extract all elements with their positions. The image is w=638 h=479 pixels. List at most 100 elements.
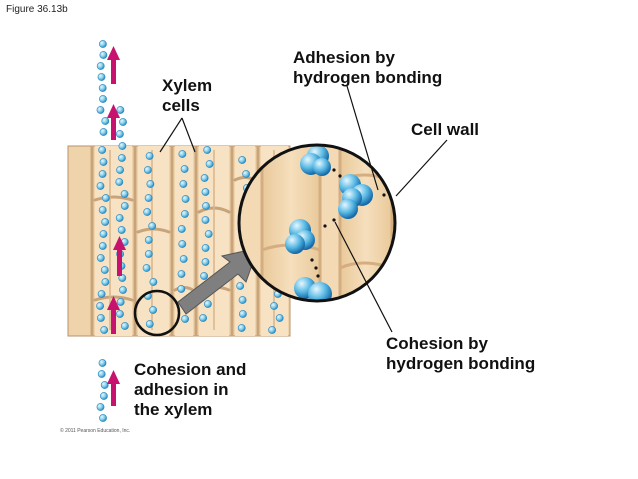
water-molecule bbox=[179, 255, 188, 263]
water-molecule bbox=[100, 266, 109, 274]
water-molecule bbox=[98, 206, 107, 214]
water-molecule bbox=[100, 326, 109, 334]
water-molecule bbox=[178, 240, 187, 248]
water-molecule bbox=[205, 160, 214, 168]
cell-wall-label: Cell wall bbox=[411, 120, 480, 139]
water-molecule bbox=[115, 178, 124, 186]
water-molecule bbox=[116, 166, 124, 174]
water-molecule bbox=[145, 320, 154, 328]
water-molecule bbox=[118, 274, 127, 282]
water-molecule bbox=[144, 250, 153, 258]
water-molecule bbox=[96, 62, 105, 70]
water-molecule bbox=[99, 40, 107, 48]
water-molecule bbox=[96, 106, 105, 114]
water-molecule bbox=[116, 130, 124, 138]
water-molecule bbox=[97, 73, 106, 81]
water-molecule bbox=[270, 302, 278, 310]
cohesion-bonding-label: Cohesion by hydrogen bonding bbox=[386, 334, 536, 373]
water-molecule bbox=[177, 285, 186, 293]
water-molecule bbox=[96, 254, 105, 262]
water-molecule bbox=[145, 152, 154, 160]
water-molecule bbox=[202, 202, 210, 210]
water-molecule bbox=[199, 314, 207, 322]
water-molecule bbox=[99, 51, 108, 59]
figure-label: Figure 36.13b bbox=[6, 4, 68, 15]
water-molecule bbox=[120, 190, 129, 198]
water-molecule bbox=[238, 296, 247, 304]
water-molecule bbox=[236, 282, 245, 290]
water-molecule bbox=[102, 194, 110, 202]
flow-arrow-icon bbox=[113, 236, 126, 276]
water-molecule bbox=[115, 214, 124, 222]
water-molecule bbox=[101, 117, 110, 125]
water-molecule bbox=[101, 218, 110, 226]
cohesion-adhesion-label: Cohesion and adhesion in the xylem bbox=[134, 360, 247, 419]
magnified-region-marker bbox=[133, 289, 181, 337]
water-molecule bbox=[144, 194, 153, 202]
water-molecule bbox=[181, 195, 190, 203]
water-molecule bbox=[146, 180, 155, 188]
water-molecule bbox=[178, 150, 187, 158]
water-molecule bbox=[149, 306, 157, 314]
water-molecule bbox=[98, 359, 107, 367]
water-molecule bbox=[177, 270, 186, 278]
flow-arrow-icon bbox=[107, 104, 120, 140]
water-molecule bbox=[120, 202, 129, 210]
water-molecule bbox=[180, 210, 189, 218]
water-molecule bbox=[96, 182, 105, 190]
water-molecule bbox=[96, 403, 105, 411]
water-molecule bbox=[118, 142, 127, 150]
water-molecule bbox=[200, 272, 208, 280]
water-molecule bbox=[99, 230, 108, 238]
water-molecule bbox=[121, 322, 129, 330]
flow-arrow-icon bbox=[107, 296, 120, 334]
water-molecule bbox=[119, 286, 127, 294]
water-molecule bbox=[119, 118, 127, 126]
water-molecule bbox=[203, 300, 212, 308]
water-molecule bbox=[201, 244, 210, 252]
water-molecule bbox=[148, 222, 157, 230]
water-molecule bbox=[180, 165, 189, 173]
water-molecule bbox=[116, 106, 125, 114]
water-molecule bbox=[99, 128, 108, 136]
water-molecule bbox=[143, 166, 152, 174]
water-molecule bbox=[97, 314, 105, 322]
water-cluster-left bbox=[285, 219, 315, 254]
water-molecule bbox=[97, 290, 106, 298]
water-molecule bbox=[181, 315, 189, 323]
water-molecule bbox=[268, 326, 276, 334]
water-molecule bbox=[116, 310, 124, 318]
water-cluster-middle bbox=[338, 174, 373, 219]
water-molecule bbox=[97, 370, 106, 378]
water-molecule bbox=[238, 310, 247, 318]
water-molecule bbox=[96, 302, 104, 310]
water-molecule bbox=[142, 264, 151, 272]
water-molecule bbox=[275, 314, 284, 322]
water-molecule bbox=[203, 146, 212, 154]
water-molecule bbox=[99, 414, 107, 422]
water-molecule bbox=[98, 170, 107, 178]
copyright-notice: © 2011 Pearson Education, Inc. bbox=[60, 428, 131, 434]
water-molecule bbox=[143, 208, 152, 216]
water-molecule bbox=[98, 146, 107, 154]
water-molecule bbox=[101, 278, 110, 286]
water-molecule bbox=[99, 158, 108, 166]
adhesion-label: Adhesion by hydrogen bonding bbox=[293, 48, 443, 87]
water-molecule bbox=[100, 381, 109, 389]
water-molecule bbox=[204, 230, 213, 238]
xylem-cells-label: Xylem cells bbox=[162, 76, 213, 115]
water-molecule bbox=[99, 95, 107, 103]
water-molecule bbox=[237, 324, 246, 332]
water-molecule bbox=[149, 278, 158, 286]
upward-flow-arrows bbox=[107, 46, 126, 406]
water-molecule bbox=[200, 174, 209, 182]
water-molecule bbox=[116, 298, 125, 306]
water-molecule bbox=[242, 170, 250, 178]
water-molecule bbox=[238, 156, 247, 164]
water-molecule bbox=[144, 236, 153, 244]
leader-lines bbox=[159, 85, 448, 333]
water-molecule bbox=[179, 180, 188, 188]
water-molecule bbox=[100, 392, 108, 400]
water-molecule bbox=[98, 242, 107, 250]
